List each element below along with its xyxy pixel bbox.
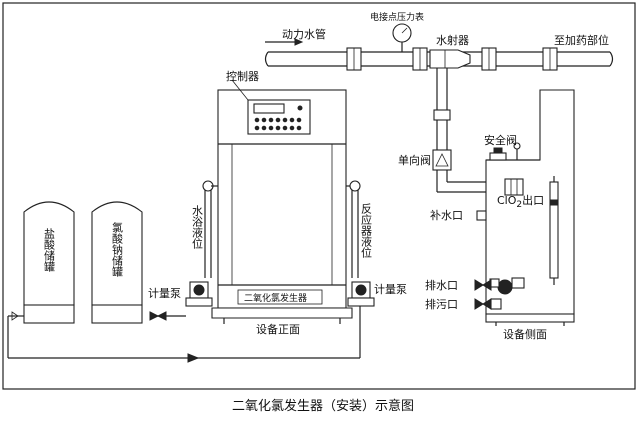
label-safety-valve: 安全阀 [484,133,517,147]
label-drain-port: 排水口 [425,278,458,292]
power-water-pipe [264,38,614,71]
clo2-outlet-fitting [504,178,524,196]
valve-icon [474,298,502,310]
label-sewage-port: 排污口 [425,297,458,311]
water-ejector [429,49,471,69]
hcl-storage-tank [23,201,75,324]
diagram-caption: 二氧化氯发生器（安装）示意图 [232,398,414,414]
label-generator-nameplate: 二氧化氯发生器 [244,292,307,304]
valve-icon [474,279,492,291]
label-power-water-pipe: 动力水管 [282,27,326,41]
diagram-frame [2,2,636,390]
pipe-coupling [481,47,497,71]
label-water-ejector: 水射器 [436,33,469,47]
flowmeter-icon [549,176,559,285]
label-reactor-level: 反应器液位 [360,203,373,258]
label-water-bath-level: 水浴液位 [191,205,204,249]
pipe-coupling [412,47,428,71]
label-hcl-tank: 盐酸储罐 [43,228,56,273]
label-clo2-outlet: ClO2出口 [497,193,544,210]
check-valve-icon [432,149,452,171]
pressure-gauge-icon [392,23,412,52]
label-to-dosing-point: 至加药部位 [554,33,609,47]
chemical-feed-lines [7,306,361,363]
pump-icon [347,281,375,307]
pipe-coupling [542,47,558,71]
controller-leader [231,79,249,101]
label-chlorate-tank: 氯酸钠储罐 [111,221,124,278]
side-view-unit [474,89,575,326]
generator-nameplate-frame [237,289,323,305]
chlorate-storage-tank [91,201,143,324]
label-makeup-water-port: 补水口 [430,209,463,222]
controller-panel [247,99,311,135]
label-controller: 控制器 [226,69,259,83]
makeup-water-port [476,210,487,221]
label-metering-pump-left: 计量泵 [148,287,181,300]
safety-valve [489,142,521,161]
label-pressure-gauge: 电接点压力表 [370,11,424,23]
pump-icon [185,281,213,307]
label-side-view: 设备侧面 [503,327,547,341]
water-bath-level-tube [202,180,218,278]
front-view-unit [185,89,375,324]
label-metering-pump-right: 计量泵 [374,283,407,296]
label-front-view: 设备正面 [256,322,300,336]
pipe-coupling [346,47,362,71]
label-check-valve: 单向阀 [398,153,431,167]
reactor-level-tube [346,180,361,278]
